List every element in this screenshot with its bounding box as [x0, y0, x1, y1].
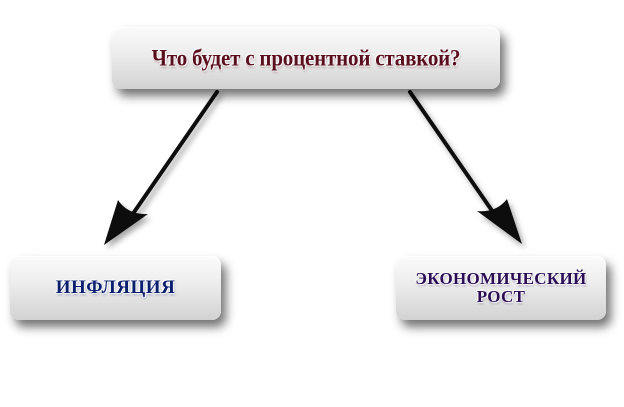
inflation-box: ИНФЛЯЦИЯ: [10, 256, 221, 320]
economic-growth-box: ЭКОНОМИЧЕСКИЙ РОСТ: [396, 256, 606, 320]
arrow-to-growth: [408, 90, 522, 244]
economic-growth-line-1: ЭКОНОМИЧЕСКИЙ: [415, 269, 587, 289]
inflation-text: ИНФЛЯЦИЯ: [55, 277, 176, 299]
economic-growth-text: ЭКОНОМИЧЕСКИЙ РОСТ: [415, 270, 586, 306]
question-box: Что будет с процентной ставкой?: [112, 27, 500, 89]
question-text: Что будет с процентной ставкой?: [151, 45, 461, 71]
economic-growth-line-2: РОСТ: [476, 287, 526, 306]
arrow-to-inflation: [104, 90, 219, 245]
